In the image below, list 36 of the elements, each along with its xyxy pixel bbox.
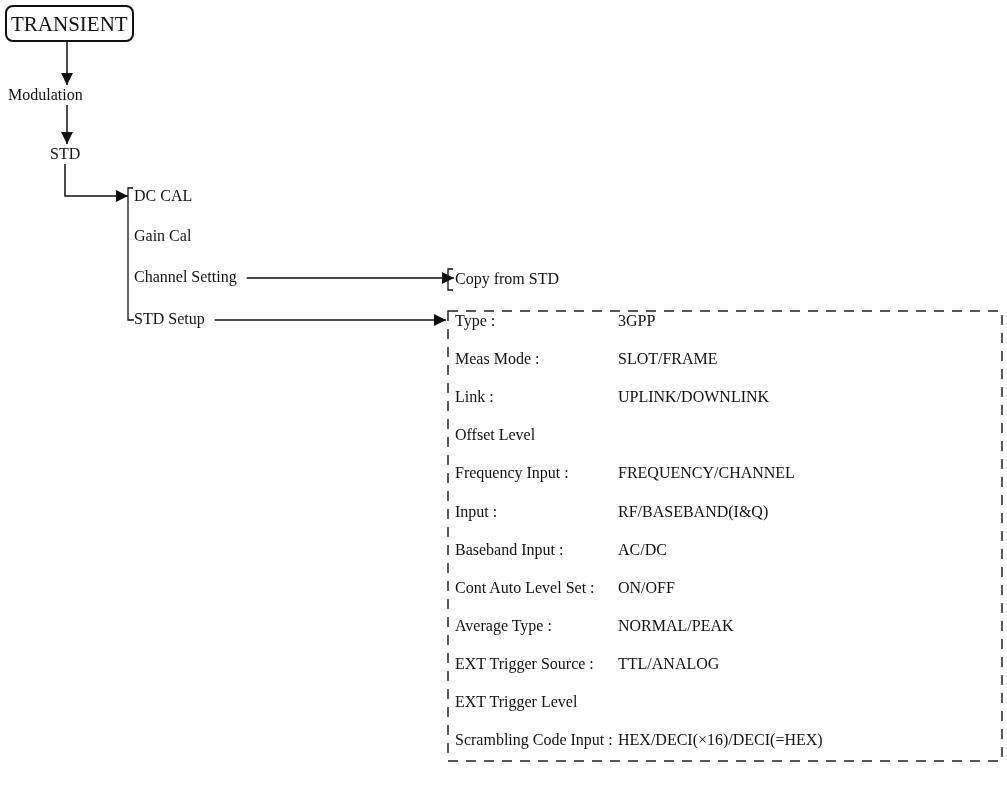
setting-value: AC/DC (618, 539, 667, 560)
setting-value: HEX/DECI(×16)/DECI(=HEX) (618, 730, 823, 751)
arrow (213, 314, 447, 326)
menu-title-box: TRANSIENT (5, 5, 134, 42)
menu-item: Copy from STD (455, 269, 559, 289)
setting-value: TTL/ANALOG (618, 653, 720, 674)
arrow (245, 272, 455, 284)
setting-label: Baseband Input : (455, 539, 564, 560)
setting-value: NORMAL/PEAK (618, 615, 734, 636)
dashed-settings-box (447, 310, 1003, 762)
setting-value: ON/OFF (618, 577, 675, 598)
setting-value: SLOT/FRAME (618, 349, 718, 370)
menu-item: Channel Setting (134, 267, 237, 287)
arrow (61, 104, 73, 145)
setting-label: Frequency Input : (455, 463, 569, 484)
menu-label: STD (50, 144, 81, 164)
setting-value: FREQUENCY/CHANNEL (618, 463, 795, 484)
setting-label: Meas Mode : (455, 349, 540, 370)
arrow (64, 163, 129, 202)
setting-label: Scrambling Code Input : (455, 730, 613, 751)
setting-value: RF/BASEBAND(I&Q) (618, 501, 769, 522)
setting-label: EXT Trigger Level (455, 692, 578, 712)
setting-label: Cont Auto Level Set : (455, 577, 595, 598)
arrow (61, 41, 73, 86)
setting-label: Average Type : (455, 615, 552, 636)
setting-label: EXT Trigger Source : (455, 653, 594, 674)
menu-label: Modulation (8, 85, 83, 105)
menu-item: Gain Cal (134, 226, 192, 246)
setting-label: Type : (455, 311, 496, 331)
setting-value: UPLINK/DOWNLINK (618, 387, 770, 408)
setting-value: 3GPP (618, 311, 656, 331)
setting-label: Offset Level (455, 425, 536, 446)
setting-label: Input : (455, 501, 498, 522)
menu-item: DC CAL (134, 186, 193, 206)
menu-item: STD Setup (134, 309, 205, 329)
setting-label: Link : (455, 387, 494, 408)
